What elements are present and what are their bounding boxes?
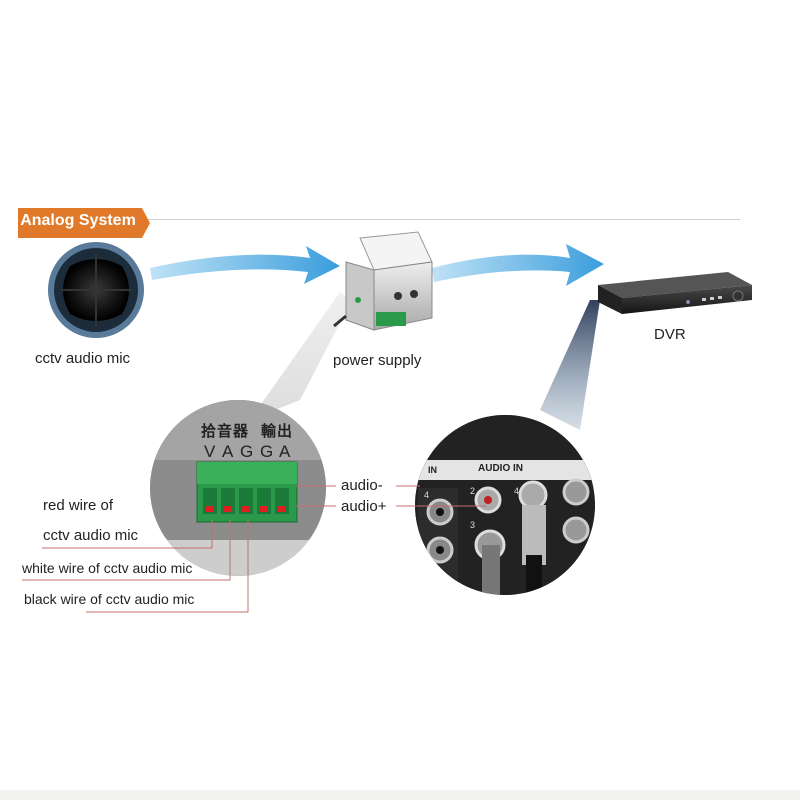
dvr-port-number-3: 3	[470, 520, 476, 530]
analog-system-title: Analog System	[20, 212, 136, 229]
dvr-label: DVR	[654, 326, 686, 343]
leader-red-wire	[42, 520, 213, 549]
left-projection-beam	[250, 292, 352, 420]
power-supply-label: power supply	[333, 352, 422, 369]
white-wire-label: white wire of cctv audio mic	[22, 560, 193, 576]
badge-notch	[142, 208, 150, 238]
cctv-mic-icon	[48, 242, 144, 338]
pin-label-v: V	[204, 442, 216, 461]
arrow-mic-to-power	[150, 246, 340, 284]
audio-minus-label: audio-	[341, 477, 383, 494]
black-wire-label: black wire of cctv audio mic	[24, 591, 195, 607]
leader-white-wire	[22, 520, 231, 581]
in-label: IN	[428, 465, 437, 475]
dvr-port-number-2: 2	[470, 486, 476, 496]
terminal-zoom-circle	[150, 400, 326, 576]
dvr-port-number-4: 4	[514, 486, 520, 496]
power-supply-icon	[333, 231, 433, 331]
pin-label-a2: A	[279, 442, 291, 461]
arrow-power-to-dvr	[432, 244, 604, 286]
pin-label-g1: G	[240, 442, 254, 461]
right-projection-beam	[540, 300, 600, 430]
pin-label-a1: A	[222, 442, 234, 461]
analog-system-badge: Analog System	[18, 208, 150, 238]
mic-label: cctv audio mic	[35, 350, 131, 367]
pin-label-g2: G	[260, 442, 274, 461]
audio-in-label: AUDIO IN	[478, 463, 523, 474]
red-wire-label-line2: cctv audio mic	[43, 527, 139, 544]
bottom-band	[0, 790, 800, 800]
audio-plus-label: audio+	[341, 498, 387, 515]
leader-lines	[22, 485, 486, 613]
dvr-icon	[598, 272, 752, 314]
red-wire-label-line1: red wire of	[43, 497, 114, 514]
terminal-label-mic: 拾音器	[201, 422, 250, 440]
leader-black-wire	[86, 520, 249, 613]
header-divider	[18, 219, 740, 220]
dvr-audio-panel-circle	[415, 415, 595, 595]
terminal-label-output: 輸出	[261, 422, 294, 440]
dvr-port-number-1: 4	[424, 490, 430, 500]
